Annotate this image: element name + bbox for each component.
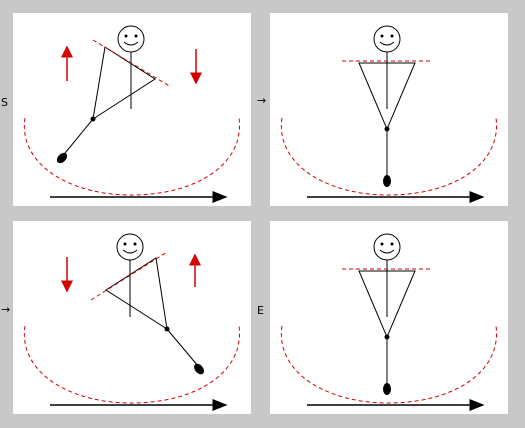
- smiley-face-icon: [373, 233, 401, 261]
- smiley-face-icon: [117, 25, 145, 53]
- panel-1: [13, 13, 251, 206]
- pivot-dot: [384, 126, 390, 132]
- swing-rope: [166, 328, 199, 367]
- swing-triangle: [92, 46, 156, 121]
- panel-4-figure: [280, 233, 497, 411]
- pivot-dot: [90, 116, 96, 122]
- swing-arc: [280, 325, 497, 404]
- transition-arrow-top: →: [257, 94, 267, 107]
- swing-triangle: [358, 270, 416, 339]
- swing-triangle: [358, 62, 416, 131]
- panel-4: [270, 221, 508, 414]
- smiley-face-icon: [116, 233, 144, 261]
- seat-dashed-line: [92, 39, 172, 88]
- panel-2-figure: [280, 25, 497, 203]
- swing-weight: [383, 175, 391, 187]
- swing-rope: [60, 118, 94, 159]
- swing-arc: [23, 117, 240, 196]
- swing-weight: [194, 363, 204, 375]
- panel-3-figure: [23, 233, 240, 411]
- panel-2: [270, 13, 508, 206]
- transition-arrow-bottom: →: [1, 303, 11, 316]
- pivot-dot: [164, 326, 170, 332]
- swing-weight: [383, 383, 391, 395]
- panel-1-figure: [23, 25, 240, 203]
- panel-3: [13, 221, 251, 414]
- end-label: E: [257, 304, 264, 317]
- swing-triangle: [105, 257, 168, 331]
- smiley-face-icon: [373, 25, 401, 53]
- start-label: S: [1, 96, 8, 109]
- swing-arc: [280, 117, 497, 196]
- pivot-dot: [384, 334, 390, 340]
- swing-weight: [56, 152, 68, 164]
- swing-arc: [23, 325, 240, 404]
- seat-dashed-line: [90, 251, 168, 301]
